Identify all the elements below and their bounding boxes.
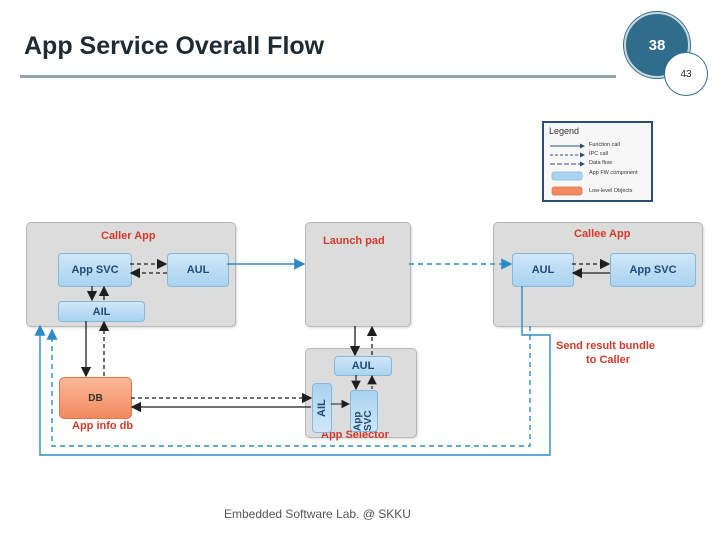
caller-aul-box: AUL	[167, 253, 229, 287]
legend-fw-component-label: App FW component	[589, 170, 638, 176]
send-result-line2: to Caller	[586, 354, 631, 366]
legend-box: Legend Function call IPC call Data flow …	[542, 121, 653, 202]
legend-fw-swatch	[551, 171, 583, 181]
send-result-line1: Send result bundle	[556, 340, 656, 352]
slide-title: App Service Overall Flow	[24, 32, 325, 60]
app-selector-title: App Selector	[321, 429, 389, 441]
caller-app-title: Caller App	[101, 230, 156, 242]
legend-data-flow-label: Data flow	[589, 160, 612, 166]
callee-app-title: Callee App	[574, 228, 631, 240]
legend-title: Legend	[549, 126, 580, 136]
title-underline	[20, 75, 616, 78]
db-caption: App info db	[72, 420, 134, 432]
selector-result-loop	[46, 326, 531, 447]
callee-app-svc-box: App SVC	[610, 253, 696, 287]
legend-function-call-label: Function call	[589, 142, 620, 148]
legend-ipc-call-label: IPC call	[589, 151, 608, 157]
db-box: DB	[59, 377, 132, 419]
launch-pad-title: Launch pad	[323, 235, 385, 247]
footer-text: Embedded Software Lab. @ SKKU	[224, 507, 411, 521]
callee-aul-box: AUL	[512, 253, 574, 287]
legend-symbols	[550, 143, 585, 196]
legend-low-level-swatch	[551, 186, 583, 196]
caller-app-svc-box: App SVC	[58, 253, 132, 287]
launch-pad-panel	[305, 222, 411, 327]
result-return-loop	[34, 286, 551, 456]
total-pages-badge: 43	[664, 52, 708, 96]
legend-low-level-label: Low-level Objects	[589, 188, 633, 194]
selector-aul-box: AUL	[334, 356, 392, 376]
